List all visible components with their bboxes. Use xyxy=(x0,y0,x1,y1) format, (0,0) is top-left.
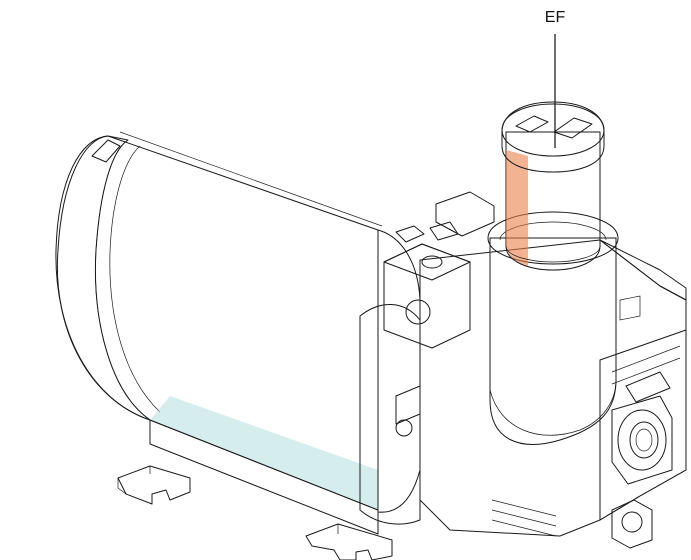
exhaust-filter xyxy=(501,101,605,271)
mounting-foot-left xyxy=(117,465,191,505)
clamp-bracket xyxy=(383,243,471,437)
top-screws xyxy=(395,191,495,243)
front-fins xyxy=(491,499,557,537)
drain-plug xyxy=(611,499,653,549)
base-plate xyxy=(149,419,379,535)
callout-label-ef: EF xyxy=(544,9,566,26)
outlet-port xyxy=(611,395,673,485)
mounting-foot-right xyxy=(305,523,393,560)
motor-housing xyxy=(55,131,383,511)
pump-head xyxy=(359,229,687,537)
